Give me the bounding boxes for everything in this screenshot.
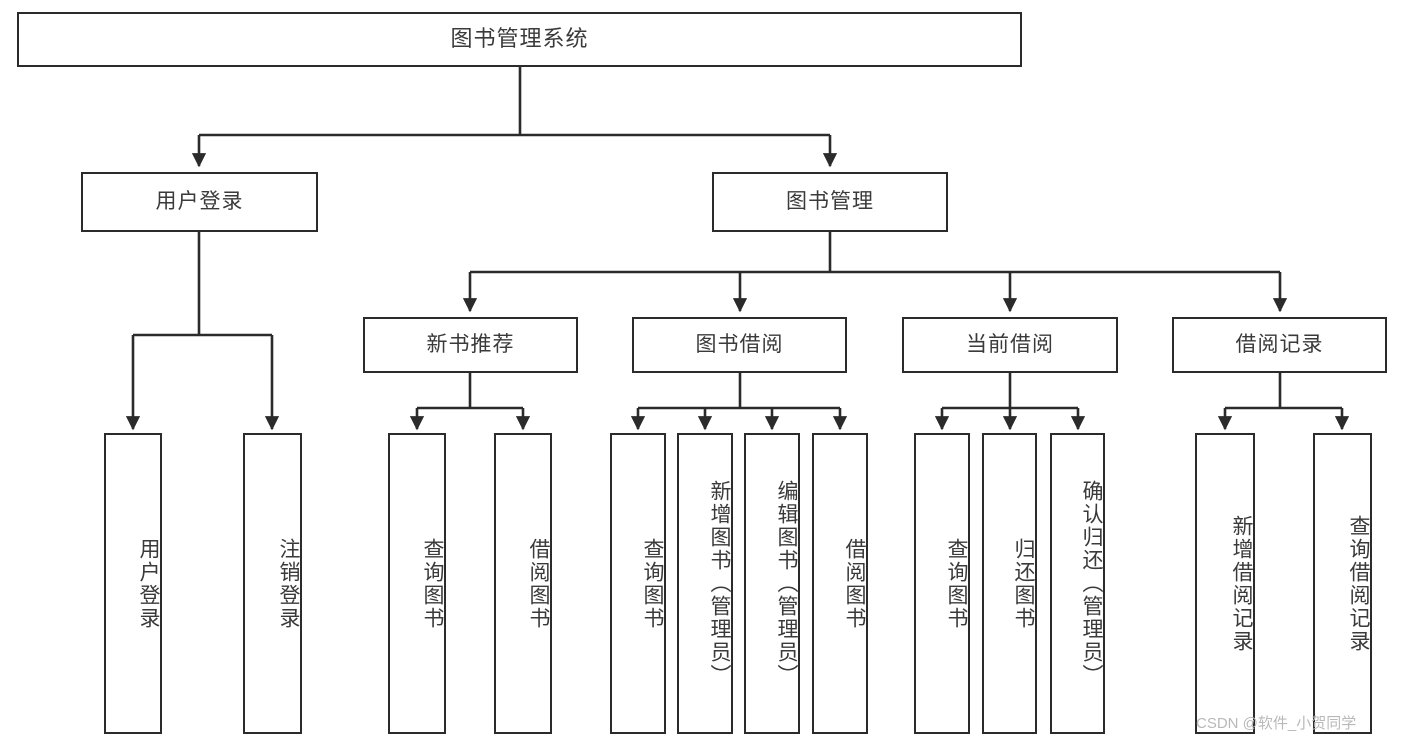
leaf-book-borrow-borrow-book[interactable]: 借阅图书: [812, 433, 868, 734]
node-label: 用户登录: [137, 537, 160, 630]
node-label: 借阅图书: [843, 537, 866, 630]
node-label: 当前借阅: [966, 333, 1054, 357]
node-label: 确认归还（管理员）: [1080, 480, 1103, 687]
node-label: 注销登录: [277, 537, 300, 630]
node-book-borrow[interactable]: 图书借阅: [632, 317, 847, 373]
node-label: 归还图书: [1012, 537, 1035, 630]
node-book-management[interactable]: 图书管理: [712, 172, 948, 232]
node-borrow-records[interactable]: 借阅记录: [1172, 317, 1387, 373]
leaf-borrow-records-add-record[interactable]: 新增借阅记录: [1195, 433, 1255, 734]
leaf-user-login-logout[interactable]: 注销登录: [243, 433, 302, 734]
leaf-user-login-login[interactable]: 用户登录: [104, 433, 162, 734]
node-label: 查询图书: [421, 537, 444, 630]
node-label: 新增图书（管理员）: [708, 480, 731, 687]
node-label: 借阅图书: [527, 537, 550, 630]
node-label: 新增借阅记录: [1230, 514, 1253, 653]
node-label: 图书管理系统: [450, 26, 589, 52]
watermark: CSDN @软件_小贺同学: [1196, 715, 1357, 732]
node-user-login[interactable]: 用户登录: [81, 172, 318, 232]
node-label: 查询图书: [945, 537, 968, 630]
node-label: 新书推荐: [426, 333, 515, 357]
node-label: 用户登录: [155, 190, 244, 214]
node-label: 编辑图书（管理员）: [775, 480, 798, 687]
node-label: 查询图书: [641, 537, 664, 630]
leaf-current-borrow-confirm-return-admin[interactable]: 确认归还（管理员）: [1050, 433, 1105, 734]
leaf-new-book-query-book[interactable]: 查询图书: [388, 433, 446, 734]
leaf-book-borrow-edit-book-admin[interactable]: 编辑图书（管理员）: [744, 433, 800, 734]
node-label: 借阅记录: [1235, 333, 1324, 357]
node-current-borrow[interactable]: 当前借阅: [902, 317, 1118, 373]
node-root-book-management-system[interactable]: 图书管理系统: [17, 12, 1022, 67]
leaf-borrow-records-query-record[interactable]: 查询借阅记录: [1313, 433, 1372, 734]
leaf-new-book-borrow-book[interactable]: 借阅图书: [494, 433, 552, 734]
node-label: 查询借阅记录: [1347, 514, 1370, 653]
node-new-book-recommend[interactable]: 新书推荐: [363, 317, 578, 373]
node-label: 图书借阅: [695, 333, 784, 357]
leaf-book-borrow-query-book[interactable]: 查询图书: [610, 433, 666, 734]
leaf-current-borrow-return-book[interactable]: 归还图书: [982, 433, 1037, 734]
leaf-book-borrow-add-book-admin[interactable]: 新增图书（管理员）: [677, 433, 733, 734]
node-label: 图书管理: [786, 190, 874, 214]
leaf-current-borrow-query-book[interactable]: 查询图书: [914, 433, 970, 734]
